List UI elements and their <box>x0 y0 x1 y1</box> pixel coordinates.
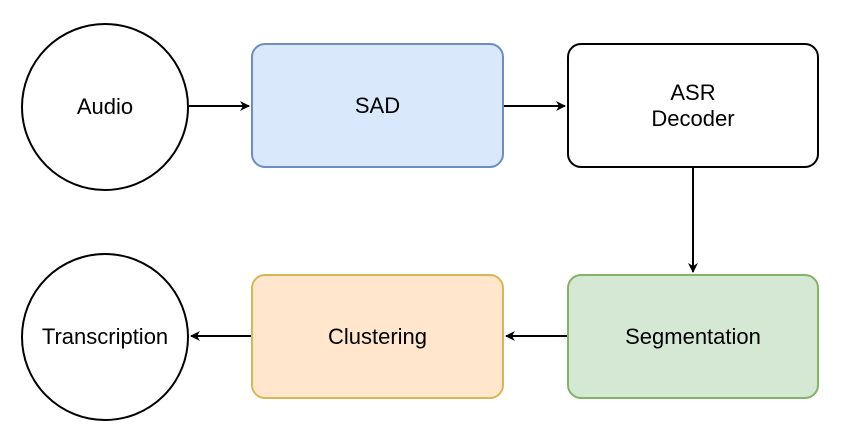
node-audio-label: Audio <box>76 94 134 119</box>
node-segmentation-label: Segmentation <box>625 323 761 349</box>
node-audio: Audio <box>21 23 189 191</box>
node-clustering: Clustering <box>251 274 504 399</box>
node-sad: SAD <box>251 43 504 168</box>
node-segmentation: Segmentation <box>567 274 819 399</box>
node-sad-label: SAD <box>354 92 401 118</box>
node-transcription: Transcription <box>21 253 189 421</box>
node-asr-decoder: ASR Decoder <box>567 43 819 168</box>
node-clustering-label: Clustering <box>327 323 428 349</box>
node-transcription-label: Transcription <box>41 324 169 349</box>
node-asr-decoder-label: ASR Decoder <box>651 79 735 131</box>
